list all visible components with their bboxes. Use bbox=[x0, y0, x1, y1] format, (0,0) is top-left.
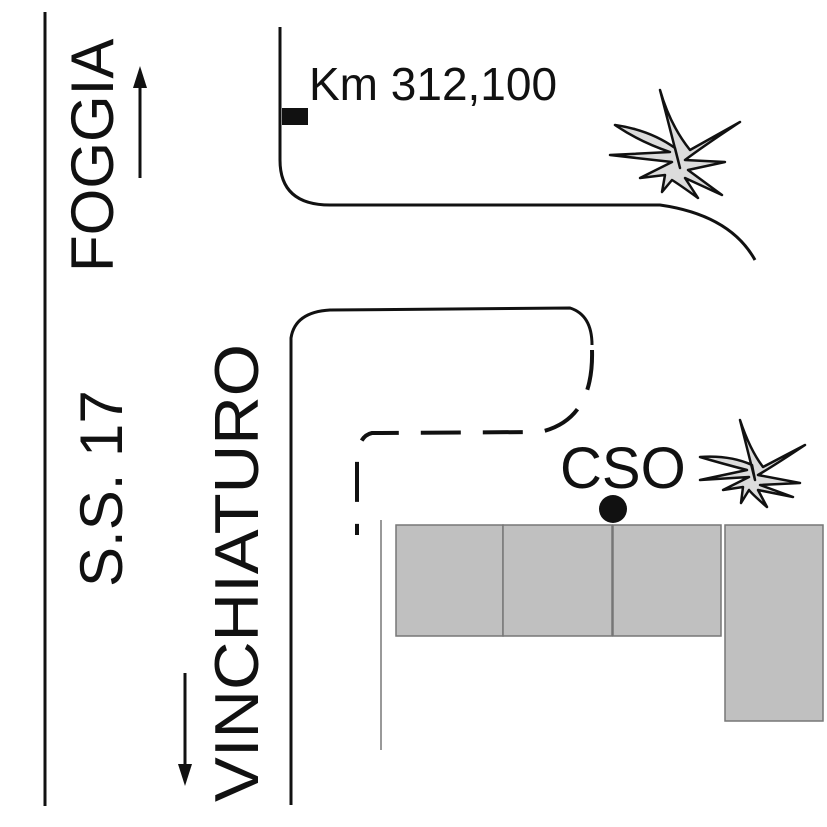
lower-access-road bbox=[289, 306, 594, 805]
km-marker-label: Km 312,100 bbox=[309, 58, 557, 110]
upper-access-road bbox=[278, 27, 757, 261]
building bbox=[502, 524, 613, 637]
site-marker-icon bbox=[599, 495, 627, 523]
arrow-up-icon bbox=[133, 66, 147, 178]
site-label: CSO bbox=[560, 436, 686, 501]
building bbox=[612, 524, 722, 637]
building bbox=[724, 524, 824, 722]
buildings bbox=[395, 524, 824, 722]
north-destination-label: FOGGIA bbox=[59, 39, 126, 272]
dashed-path bbox=[355, 349, 595, 535]
plant-icon bbox=[608, 88, 742, 200]
km-marker-icon bbox=[282, 108, 308, 125]
plant-icon bbox=[698, 418, 807, 509]
building bbox=[395, 524, 504, 637]
arrow-down-icon bbox=[178, 673, 192, 786]
road-name-label: S.S. 17 bbox=[68, 390, 135, 587]
south-destination-label: VINCHIATURO bbox=[203, 344, 272, 802]
